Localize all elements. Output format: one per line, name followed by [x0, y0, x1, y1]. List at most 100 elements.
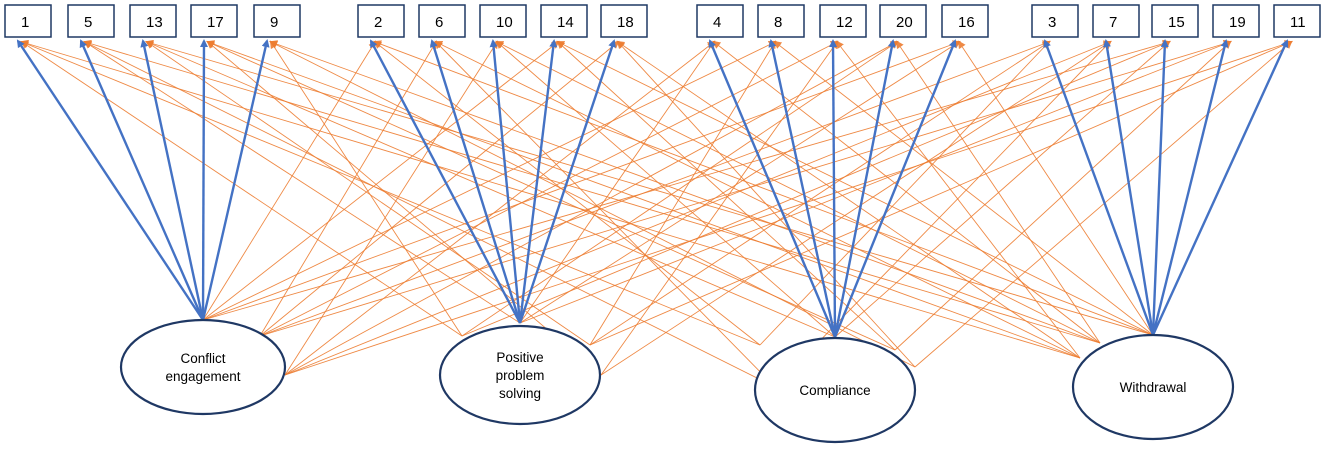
cross-loading-arrow-compliance-to-item-6 [434, 40, 776, 388]
item-box-frame [941, 4, 989, 38]
primary-loading-arrow-conflict-to-item-13 [140, 39, 205, 321]
item-box-frame [1092, 4, 1140, 38]
factor-ellipses: Conflict engagement Positiveproblemsolving… [119, 318, 1235, 444]
primary-loading-arrow-positive-to-item-6 [429, 39, 522, 324]
cross-loading-arrow-conflict-to-item-19 [259, 39, 1232, 337]
cross-loading-arrow-compliance-to-item-1 [20, 40, 761, 346]
cross-loading-arrow-withdrawal-to-item-8 [773, 40, 1154, 336]
factor-withdrawal: Withdrawal [1071, 333, 1235, 441]
cross-loading-arrow-positive-to-item-3 [589, 40, 1051, 346]
primary-loading-arrow-conflict-to-item-1 [16, 39, 205, 321]
factor-label-line: Withdrawal [1120, 380, 1187, 395]
item-label: 17 [207, 14, 224, 31]
item-box-frame [253, 4, 301, 38]
item-label: 12 [836, 14, 853, 31]
item-label: 4 [713, 14, 721, 31]
item-box-17: 17 [190, 4, 238, 38]
factor-conflict: Conflict engagement [119, 318, 287, 416]
item-box-frame [1031, 4, 1079, 38]
item-box-frame [357, 4, 405, 38]
primary-loading-arrow-withdrawal-to-item-11 [1151, 39, 1289, 336]
cross-loading-arrow-conflict-to-item-12 [259, 41, 839, 337]
cross-loading-arrow-compliance-to-item-5 [83, 41, 776, 388]
primary-loading-arrows [16, 39, 1289, 338]
item-label: 10 [496, 14, 513, 31]
cross-loading-arrow-withdrawal-to-item-20 [895, 40, 1101, 344]
primary-loading-arrow-positive-to-item-14 [518, 39, 558, 324]
cross-loading-arrow-positive-to-item-1 [20, 40, 463, 337]
cross-loading-arrow-withdrawal-to-item-18 [616, 40, 1081, 359]
primary-loading-arrow-positive-to-item-18 [518, 39, 616, 324]
cross-loading-arrow-positive-to-item-5 [83, 40, 521, 324]
primary-loading-arrow-compliance-to-item-12 [829, 39, 838, 338]
item-label: 8 [774, 14, 782, 31]
primary-loading-arrow-compliance-to-item-20 [833, 39, 896, 338]
cross-loading-arrow-compliance-to-item-3 [759, 40, 1051, 346]
primary-loading-arrow-conflict-to-item-17 [199, 39, 208, 321]
item-label: 9 [270, 14, 278, 31]
factor-label-line: Conflict [180, 351, 225, 366]
factor-compliance: Compliance [753, 336, 917, 444]
primary-loading-arrow-positive-to-item-10 [489, 39, 522, 324]
item-label: 7 [1109, 14, 1117, 31]
cross-loading-arrow-withdrawal-to-item-16 [957, 40, 1154, 336]
factor-label-line: engagement [165, 369, 240, 384]
primary-loading-arrow-positive-to-item-2 [369, 39, 522, 324]
item-box-13: 13 [129, 4, 177, 38]
primary-loading-arrow-compliance-to-item-8 [768, 39, 837, 338]
cross-loading-arrow-withdrawal-to-item-6 [434, 41, 1081, 359]
primary-loading-arrow-withdrawal-to-item-19 [1151, 39, 1229, 336]
item-box-20: 20 [879, 4, 927, 38]
item-box-16: 16 [941, 4, 989, 38]
primary-loading-arrow-conflict-to-item-5 [79, 39, 205, 321]
item-box-frame [696, 4, 744, 38]
item-box-frame [1212, 4, 1260, 38]
item-box-18: 18 [600, 4, 648, 38]
cross-loading-arrow-positive-to-item-8 [589, 40, 777, 346]
primary-loading-arrow-compliance-to-item-16 [833, 39, 957, 338]
cross-loading-arrow-positive-to-item-20 [461, 40, 899, 337]
item-label: 6 [435, 14, 443, 31]
item-box-frame [819, 4, 867, 38]
factor-ellipse-shape [1071, 333, 1235, 441]
factor-ellipse-shape [119, 318, 287, 416]
cross-loading-arrow-compliance-to-item-17 [206, 40, 896, 351]
cross-loading-arrow-compliance-to-item-13 [145, 40, 836, 338]
item-box-2: 2 [357, 4, 405, 38]
cross-loading-arrow-conflict-to-item-8 [202, 41, 777, 321]
cross-loading-arrow-withdrawal-to-item-12 [835, 40, 1081, 359]
factor-ellipse-shape [438, 324, 602, 426]
cross-loading-arrow-compliance-to-item-14 [556, 40, 896, 351]
item-label: 15 [1168, 14, 1185, 31]
item-box-1: 1 [4, 4, 52, 38]
item-label: 1 [21, 14, 29, 31]
cross-loading-arrow-positive-to-item-15 [461, 40, 1171, 337]
item-label: 14 [557, 14, 574, 31]
cross-loading-arrow-compliance-to-item-2 [373, 40, 761, 346]
item-label: 2 [374, 14, 382, 31]
item-box-6: 6 [418, 4, 466, 38]
item-box-4: 4 [696, 4, 744, 38]
cross-loading-arrow-withdrawal-to-item-2 [373, 40, 1154, 336]
item-label: 16 [958, 14, 975, 31]
cross-loading-arrow-compliance-to-item-10 [495, 40, 836, 338]
item-box-frame [540, 4, 588, 38]
cross-loading-arrow-positive-to-item-19 [519, 40, 1232, 324]
primary-loading-arrow-conflict-to-item-9 [201, 39, 270, 321]
item-label: 18 [617, 14, 634, 31]
primary-loading-arrow-withdrawal-to-item-15 [1151, 39, 1169, 336]
item-label: 11 [1290, 14, 1306, 31]
cross-loading-arrow-conflict-to-item-2 [202, 40, 377, 321]
item-box-12: 12 [819, 4, 867, 38]
cross-loading-arrow-withdrawal-to-item-4 [712, 40, 1101, 344]
cross-loading-arrow-positive-to-item-9 [269, 40, 463, 337]
primary-loading-arrow-withdrawal-to-item-3 [1043, 39, 1155, 336]
cross-loading-arrow-conflict-to-item-7 [284, 40, 1112, 376]
cross-loading-arrow-conflict-to-item-15 [202, 39, 1171, 321]
item-box-frame [4, 4, 52, 38]
cross-loading-arrow-conflict-to-item-18 [259, 40, 620, 337]
primary-loading-arrow-compliance-to-item-4 [708, 39, 837, 338]
